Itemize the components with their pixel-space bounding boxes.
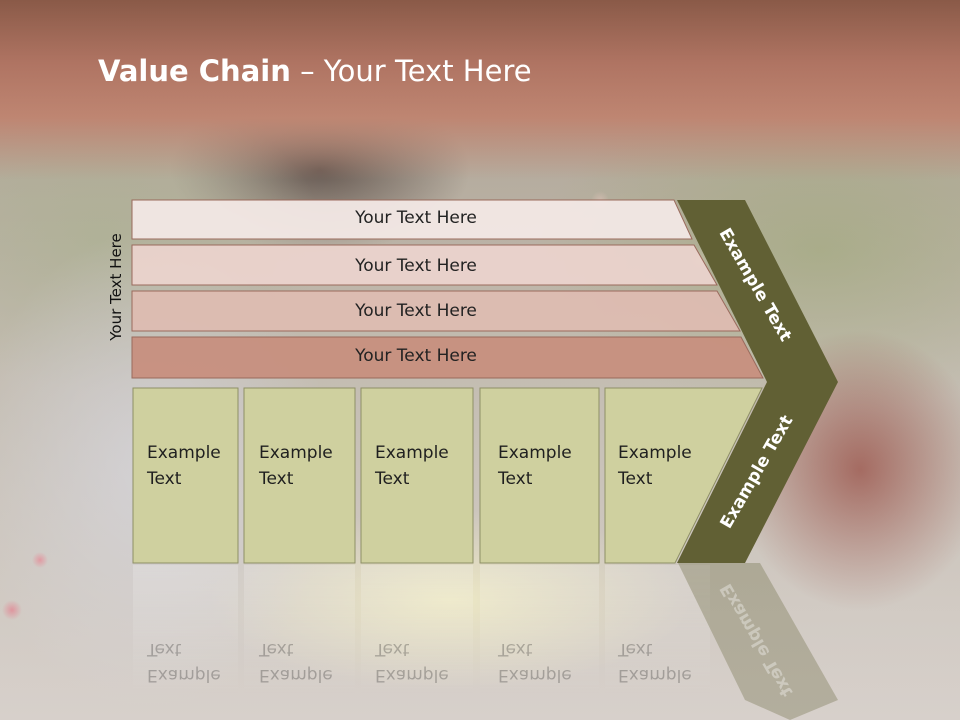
reflection-line2: Text — [259, 639, 294, 659]
primary-cell-4-reflection: Example Text — [498, 636, 572, 688]
reflection-line1: Example — [618, 665, 692, 685]
support-row-4[interactable] — [131, 336, 764, 379]
primary-cell-5[interactable] — [604, 387, 763, 564]
primary-cell-5-reflection: Example Text — [618, 636, 692, 688]
support-row-1[interactable] — [131, 199, 693, 240]
title-bold: Value Chain — [98, 54, 291, 88]
reflection-line2: Text — [498, 639, 533, 659]
reflection-line1: Example — [498, 665, 572, 685]
primary-cell-1-reflection: Example Text — [147, 636, 221, 688]
slide-title: Value Chain – Your Text Here — [98, 54, 532, 88]
primary-cell-3[interactable] — [360, 387, 474, 564]
primary-cell-3-reflection: Example Text — [375, 636, 449, 688]
diagram-reflection — [133, 563, 838, 720]
primary-cell-2-reflection: Example Text — [259, 636, 333, 688]
reflection-line2: Text — [618, 639, 653, 659]
primary-cell-1[interactable] — [132, 387, 239, 564]
reflection-line2: Text — [375, 639, 410, 659]
reflection-line1: Example — [375, 665, 449, 685]
reflection-line1: Example — [147, 665, 221, 685]
reflection-line2: Text — [147, 639, 182, 659]
support-row-2[interactable] — [131, 244, 718, 286]
primary-cell-2[interactable] — [243, 387, 356, 564]
title-rest: – Your Text Here — [290, 54, 532, 88]
reflection-line1: Example — [259, 665, 333, 685]
primary-cell-4[interactable] — [479, 387, 600, 564]
support-row-3[interactable] — [131, 290, 741, 332]
title-band — [0, 0, 960, 180]
margin-chevron[interactable] — [677, 200, 838, 563]
